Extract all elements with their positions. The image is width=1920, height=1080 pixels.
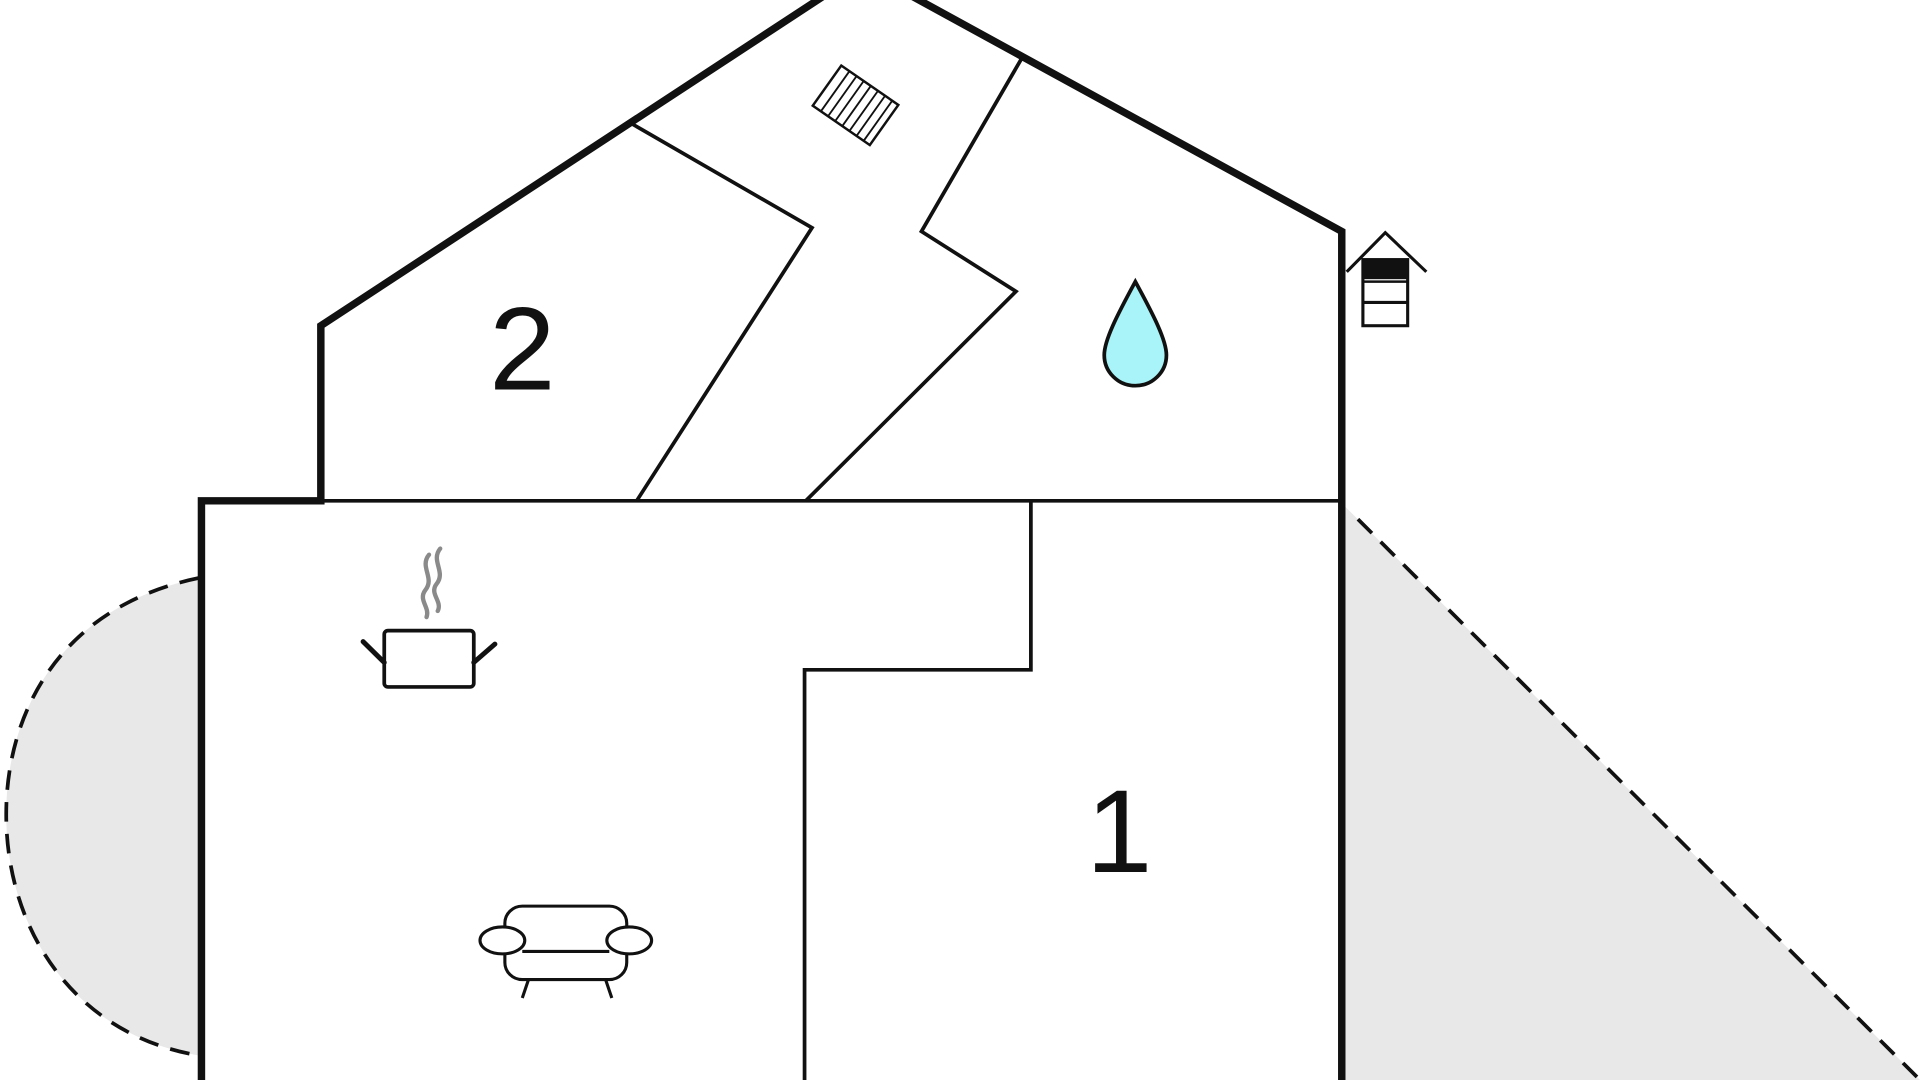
house-icon [1345, 230, 1428, 328]
sofa-icon [478, 904, 654, 999]
room-label-1: 1 [1086, 767, 1152, 898]
interior-walls [320, 56, 1342, 1080]
room-label-2: 2 [489, 284, 555, 415]
cooking-pot-icon [360, 546, 498, 689]
water-drop-icon [1102, 277, 1169, 388]
stairs-icon [811, 63, 901, 147]
terrace-left [6, 577, 199, 1056]
terrace-left-outline [4, 576, 200, 1058]
terrace-right-outline [1356, 517, 1920, 1080]
building-fill [201, 0, 1342, 1080]
